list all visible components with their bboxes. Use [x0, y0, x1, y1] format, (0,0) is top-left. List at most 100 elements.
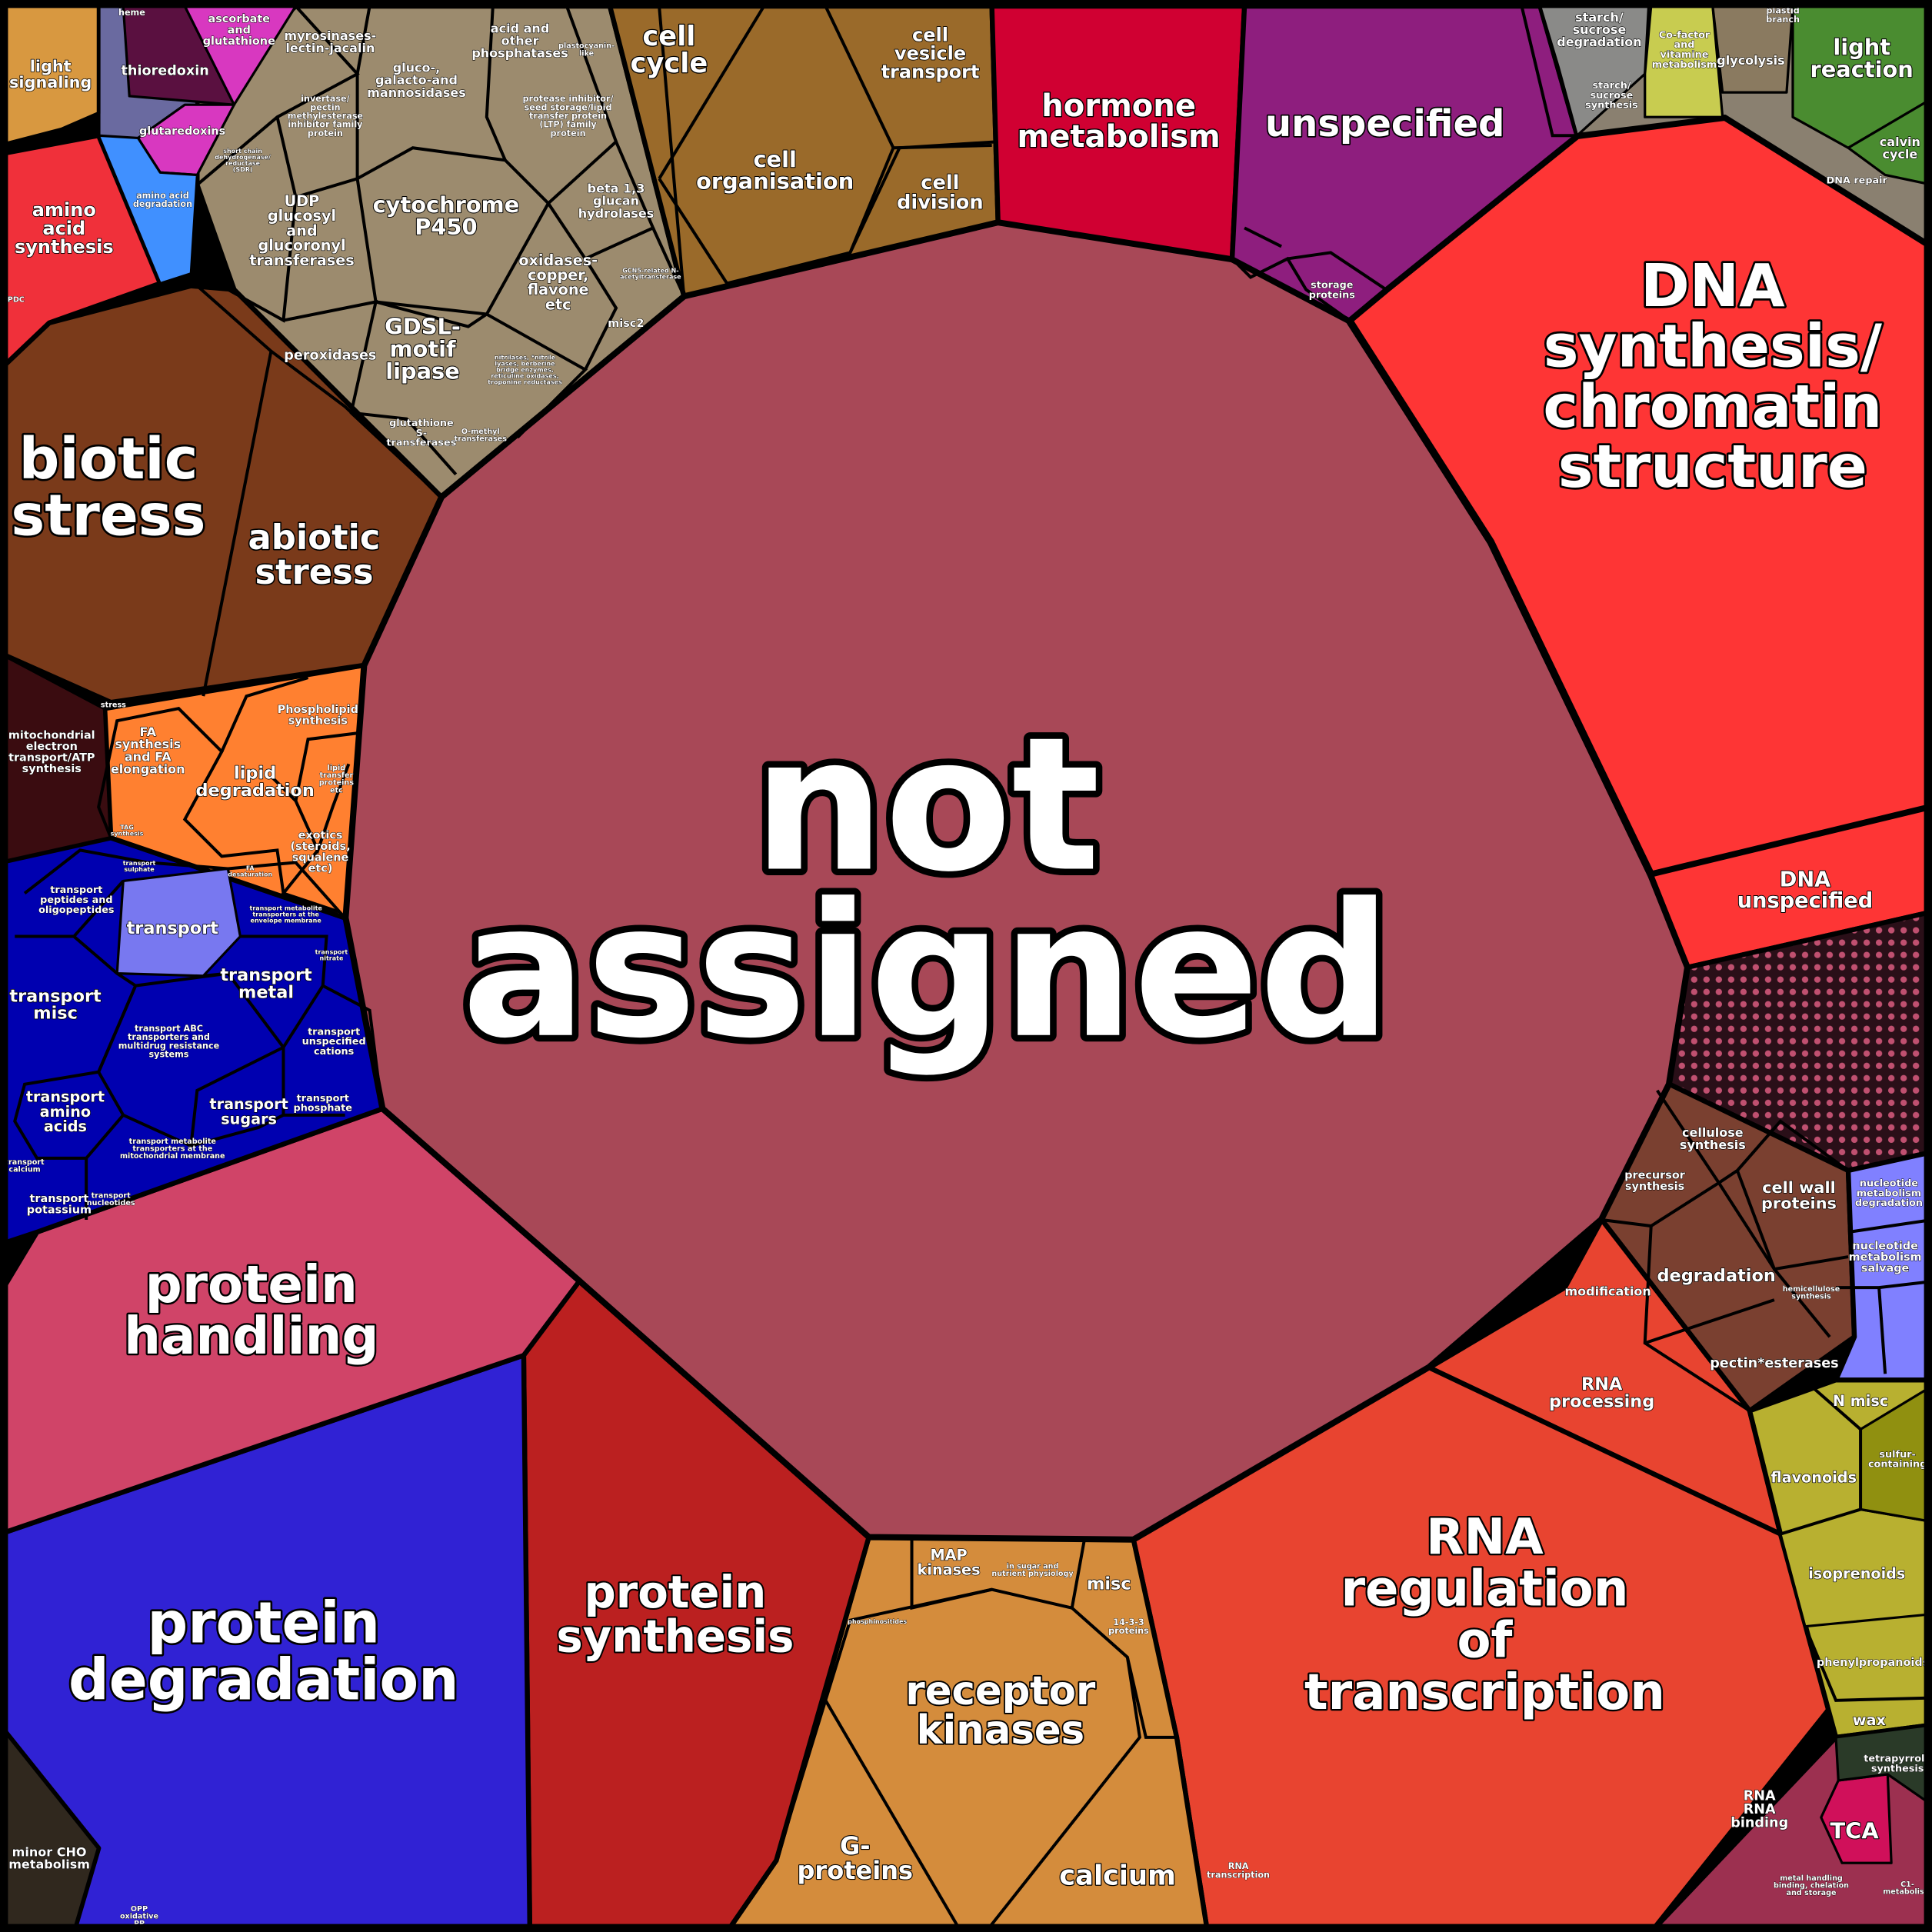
label-short-chain-line: (SDR)	[233, 166, 253, 173]
label-map-kinases-line: MAP	[931, 1547, 968, 1564]
label-cell-division-line: cell	[921, 172, 959, 195]
cell-calvin-cycle[interactable]	[1847, 97, 1932, 186]
label-sugar-nutrient-line: in sugar and	[1007, 1563, 1059, 1571]
label-fa-synthesis-line: synthesis	[115, 737, 181, 751]
label-phosphatases-line: phosphatases	[471, 45, 568, 60]
label-glycolysis: glycolysis	[1717, 53, 1784, 68]
label-hemicellulose-line: hemicellulose	[1783, 1285, 1840, 1294]
label-not-assigned-line: not	[753, 697, 1100, 912]
label-dna-repair: DNA repair	[1827, 175, 1888, 186]
label-t-calcium-line: transport	[5, 1158, 45, 1167]
label-protease-inh-line: protein	[551, 128, 586, 138]
label-ascorbate-line: ascorbate	[208, 13, 271, 25]
sub-cell-border	[984, 1657, 1141, 1932]
label-unspecified-line: unspecified	[1265, 102, 1505, 145]
sub-cell-border	[658, 5, 765, 180]
label-exotics-line: etc)	[308, 863, 333, 875]
label-14-3-3-line: proteins	[1108, 1626, 1149, 1636]
cell-minor-cho[interactable]	[0, 1723, 101, 1932]
label-lipid-transfer-line: etc	[330, 786, 343, 794]
label-thioredoxin: thioredoxin	[121, 63, 208, 78]
label-cell-vesicle-line: vesicle	[894, 42, 966, 64]
label-cell-vesicle-line: transport	[881, 61, 980, 82]
sub-cell-border	[1071, 1607, 1177, 1739]
cell-light-signaling[interactable]	[0, 0, 101, 148]
label-n-misc: N misc	[1833, 1392, 1888, 1410]
label-phenylpropanoids-line: phenylpropanoids	[1817, 1657, 1929, 1669]
label-flavonoids: flavonoids	[1770, 1469, 1857, 1487]
label-gdsl-line: GDSL-	[385, 314, 461, 340]
label-lipid-deg-line: degradation	[195, 781, 314, 801]
label-flavonoids-line: flavonoids	[1770, 1469, 1857, 1487]
label-gdsl-line: motif	[389, 335, 456, 361]
cell-cell-wall[interactable]	[1599, 1081, 1857, 1414]
cell-amino-acid-degradation[interactable]	[97, 134, 198, 285]
label-metal-handling-line: binding, chelation	[1774, 1881, 1849, 1890]
sub-cell-border	[658, 5, 686, 296]
label-t-peptides-line: oligopeptides	[38, 904, 115, 916]
sub-cell-border	[281, 849, 340, 914]
label-p450-line: cytochrome	[373, 192, 520, 218]
label-udp-line: and	[286, 222, 317, 239]
label-t-nitrate-line: nitrate	[320, 954, 344, 961]
label-dna-synthesis-line: synthesis/	[1544, 312, 1883, 381]
label-short-chain-line: short chain	[223, 148, 262, 155]
sub-cell-border	[1644, 1298, 1775, 1345]
label-t-abc-line: transport ABC	[135, 1024, 203, 1034]
label-protease-inh-line: transfer protein	[529, 112, 607, 122]
sub-cell-border	[283, 299, 445, 501]
label-plastid-branch-line: branch	[1766, 15, 1800, 25]
label-mito-electron-line: mitochondrial	[8, 730, 95, 742]
label-protease-inh-line: (LTP) family	[539, 120, 597, 130]
label-t-cations-line: transport	[308, 1026, 360, 1038]
label-amino-acid-synthesis-line: acid	[42, 218, 85, 239]
label-calvin-cycle-line: cycle	[1882, 147, 1917, 162]
label-nitrilases-line: bridge enzymes,	[496, 366, 554, 373]
label-mito-electron-line: synthesis	[22, 763, 82, 775]
label-hemicellulose-line: synthesis	[1791, 1293, 1831, 1301]
label-biotic-line: stress	[11, 483, 205, 548]
label-t-abc-line: multidrug resistance	[118, 1041, 220, 1051]
cell-amino-acid-synthesis[interactable]	[0, 133, 163, 372]
cell-tetrapyrrole[interactable]	[1834, 1724, 1932, 1807]
label-misc2-line: misc2	[608, 318, 644, 330]
label-cw-proteins-line: proteins	[1761, 1194, 1837, 1213]
label-isoprenoid-cell: isoprenoids	[1808, 1565, 1905, 1583]
label-cw-degradation: degradation	[1657, 1266, 1775, 1286]
label-t-potassium-line: transport	[30, 1193, 89, 1205]
label-14-3-3-line: 14-3-3	[1113, 1617, 1144, 1627]
label-sig-misc-line: misc	[1087, 1574, 1131, 1594]
sub-cell-border	[275, 74, 359, 199]
label-phosphinositides-line: phosphinositides	[848, 1618, 907, 1625]
label-fa-desat-line: FA	[246, 864, 255, 871]
label-fa-synthesis-line: elongation	[111, 761, 185, 776]
label-dna-repair-line: DNA repair	[1827, 175, 1888, 186]
label-udp-line: glucoronyl	[258, 237, 345, 255]
label-stress-small-line: stress	[101, 701, 126, 710]
label-fa-synthesis-line: and FA	[125, 749, 172, 764]
cell-transport-main[interactable]	[115, 867, 242, 978]
label-map-kinases-line: kinases	[918, 1561, 981, 1579]
label-abiotic-line: abiotic	[248, 517, 381, 558]
sub-cell-border	[1717, 1181, 1776, 1271]
label-o-methyl-line: O-methyl	[461, 428, 500, 436]
label-light-reaction-line: light	[1833, 34, 1890, 60]
label-starch-synth-line: starch/	[1592, 80, 1631, 92]
label-t-metal-line: metal	[238, 982, 294, 1002]
label-phosphinositides: phosphinositides	[848, 1618, 907, 1625]
label-c1-line: metabolism	[1883, 1887, 1931, 1896]
